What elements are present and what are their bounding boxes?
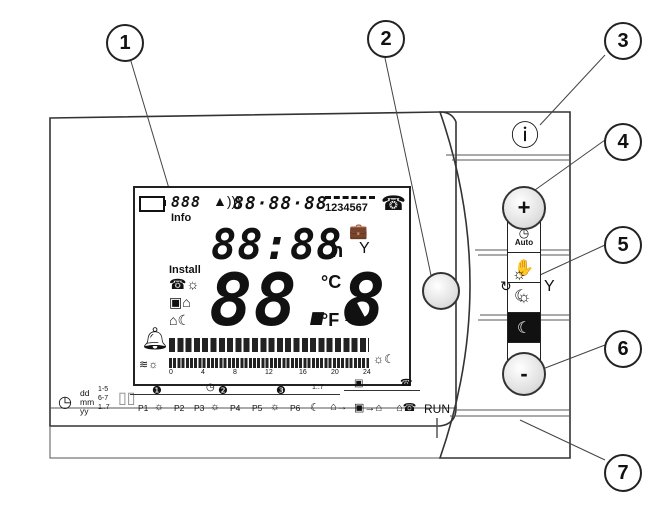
- program-p4: P4: [230, 403, 241, 413]
- callout-1: 1: [106, 24, 144, 62]
- sun-small-icon: ☼: [270, 401, 281, 413]
- program-bar-upper: [169, 338, 369, 352]
- battery-icon: [139, 196, 165, 212]
- info-icon: ⓘ: [510, 119, 539, 152]
- day-range-3: 1..7: [98, 404, 110, 411]
- date-label-yy: yy: [80, 406, 89, 416]
- lcd-install-label: Install: [169, 264, 201, 276]
- tick-20: 20: [331, 369, 339, 376]
- program-p5: P5: [252, 403, 263, 413]
- circled-1: ❶: [152, 385, 162, 397]
- digit-outline-icon: ▯▯: [118, 390, 136, 407]
- plus-button[interactable]: +: [502, 186, 546, 230]
- lcd-temp-digits: 88.8: [209, 258, 387, 342]
- circled-3: ❸: [276, 385, 286, 397]
- triangle-icon: [345, 301, 367, 321]
- tick-12: 12: [265, 369, 273, 376]
- mode-button[interactable]: ☼ ↻ ☾ Y: [500, 266, 560, 310]
- suitcase-icon: 💼: [349, 223, 368, 240]
- clock-icon: ◷: [58, 394, 72, 411]
- tick-8: 8: [233, 369, 237, 376]
- callout-7: 7: [604, 454, 642, 492]
- lcd-time-digits: 88:88: [211, 220, 343, 269]
- callout-2: 2: [367, 20, 405, 58]
- program-line: [130, 394, 340, 395]
- callout-4: 4: [604, 123, 642, 161]
- date-label-mm: mm: [80, 397, 95, 407]
- program-p3: P3: [194, 403, 205, 413]
- lcd-time-unit: h: [331, 240, 344, 262]
- holiday-line: [344, 390, 420, 391]
- program-p2: P2: [174, 403, 185, 413]
- signal-icon: ▲))): [213, 193, 241, 209]
- tick-0: 0: [169, 369, 173, 376]
- sun-moon-icon: ☼☾: [373, 352, 395, 366]
- lcd-auto-label: Auto: [514, 238, 534, 247]
- clock-small-icon: ◷: [206, 382, 215, 393]
- suitcase-house-icon: ▣⌂: [169, 294, 191, 310]
- callout-5: 5: [604, 226, 642, 264]
- sun-icon: ☼: [516, 289, 532, 306]
- phone-small-icon: ☎: [400, 378, 413, 389]
- lcd-days: 1234567: [325, 202, 368, 214]
- suitcase-small-icon: ▣: [354, 378, 364, 389]
- lcd-top-segments: 88·88·88: [233, 193, 328, 214]
- callout-3: 3: [604, 22, 642, 60]
- lcd-small-digits: 888: [171, 193, 202, 211]
- heating-sun-icon: ≋☼: [139, 359, 159, 371]
- bottom-labels: ◷ dd mm yy 1-5 6-7 1..7 ▯▯ ❶ ◷ ❷ ❸ 1..7 …: [58, 378, 438, 416]
- day-range-2: 6-7: [98, 395, 109, 402]
- sun-small-icon: ☼: [210, 401, 221, 413]
- callout-6: 6: [604, 330, 642, 368]
- range-1-7: 1..7: [312, 384, 324, 391]
- lcd-mode-comfort: ☼: [507, 282, 541, 314]
- bar-ticks: 0 4 8 12 16 20 24: [169, 369, 379, 381]
- center-knob[interactable]: [422, 272, 460, 310]
- tick-24: 24: [363, 369, 371, 376]
- house-arrow-icon: ⌂→: [330, 401, 348, 413]
- date-label-dd: dd: [80, 388, 90, 398]
- info-button[interactable]: ⓘ: [508, 118, 542, 152]
- program-p1: P1: [138, 403, 149, 413]
- clock-icon: ◷: [518, 226, 530, 240]
- suitcase-house-small-icon: ▣→⌂: [354, 402, 383, 414]
- lcd-info-label: Info: [171, 212, 192, 224]
- cycle-arrow-icon: ↻: [500, 278, 512, 294]
- phone-sun-icon: ☎☼: [169, 276, 200, 292]
- minus-button[interactable]: -: [502, 352, 546, 396]
- bell-icon: 🔔︎: [141, 326, 169, 351]
- hand-clock-icon: ✋: [514, 260, 534, 277]
- sun-small-icon: ☼: [154, 401, 165, 413]
- glass-icon: Y: [544, 278, 555, 295]
- moon-icon: ☾: [514, 288, 529, 305]
- day-range-1: 1-5: [98, 386, 109, 393]
- lcd-unit-c: °C: [321, 272, 342, 292]
- program-p6: P6: [290, 403, 301, 413]
- circled-2: ❷: [218, 385, 228, 397]
- phone-icon: ☎: [381, 193, 406, 215]
- lcd-mode-manual: ✋: [507, 252, 541, 284]
- phone-house-small-icon: ⌂☎: [396, 402, 417, 414]
- house-moon-icon: ⌂☾: [169, 312, 191, 328]
- sun-icon: ☼: [512, 266, 527, 283]
- program-bar-lower: [169, 358, 369, 368]
- run-label: RUN: [424, 402, 450, 416]
- battery-tip: [163, 200, 166, 206]
- moon-icon: ☾: [516, 320, 532, 337]
- lcd-unit-f: °F: [321, 310, 340, 330]
- glass-icon: Y: [359, 240, 370, 257]
- lcd-display: 888 ▲))) 88·88·88 1234567 ☎ Info 88:88 h…: [133, 186, 541, 386]
- day-bar: [325, 196, 375, 202]
- tick-4: 4: [201, 369, 205, 376]
- moon-small-icon: ☾: [310, 402, 320, 414]
- lcd-mode-night: ☾: [507, 312, 541, 344]
- tick-16: 16: [299, 369, 307, 376]
